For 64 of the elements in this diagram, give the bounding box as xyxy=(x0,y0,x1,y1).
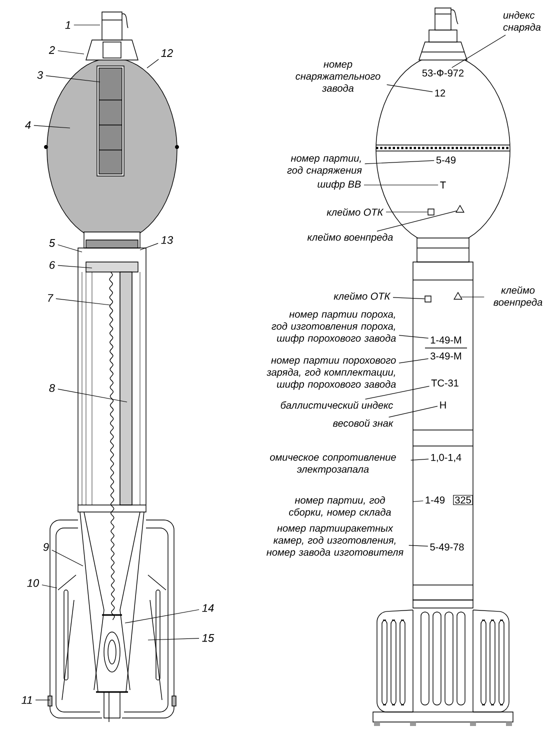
leader-line xyxy=(412,500,424,502)
leader-line xyxy=(410,458,429,460)
marking-label: весовой знак xyxy=(333,419,394,427)
boxed-marking: 325 xyxy=(453,494,473,506)
stamp-square xyxy=(424,296,432,302)
leader-line xyxy=(392,297,425,300)
leader-line xyxy=(364,160,434,164)
marking-label: индекс снаряда xyxy=(503,11,541,33)
marking-text: 1-49-М xyxy=(430,336,461,344)
marking-text: ТС-31 xyxy=(431,379,458,387)
leader-line xyxy=(52,550,84,566)
marking-label: номер партии порохового заряда, год комплектации, шифр порохового завода xyxy=(266,358,396,390)
marking-text: 5-49 xyxy=(436,156,456,164)
marking-label: номер партииракетных камер, год изготовления, номер завода изготовителя xyxy=(266,526,404,558)
marking-label: шифр ВВ xyxy=(318,180,361,190)
marking-text: 1-49 xyxy=(426,496,445,504)
leader-line xyxy=(364,386,430,400)
marking-label: номер партии пороха, год изготовления пороха, шифр порохового завода xyxy=(272,312,396,344)
leader-line xyxy=(408,545,428,546)
marking-label: номер снаряжательного завода xyxy=(296,62,380,92)
leader-line xyxy=(398,358,429,364)
leader-line xyxy=(74,24,100,26)
leader-line xyxy=(460,296,484,298)
callout-number: 3 xyxy=(37,71,43,79)
leader-line xyxy=(386,84,433,92)
marking-text: Т xyxy=(440,182,446,188)
rocket-cutaway-drawing xyxy=(44,12,179,722)
leader-line xyxy=(452,34,506,68)
marking-text: 12 xyxy=(435,90,446,96)
callout-number: 10 xyxy=(27,579,40,587)
marking-label: номер партии, год снаряжения xyxy=(287,156,362,176)
leader-line xyxy=(146,59,159,68)
marking-label: номер партии, год сборки, номер склада xyxy=(289,496,391,518)
marking-label: клеймо военпреда xyxy=(307,233,393,243)
callout-number: 4 xyxy=(25,121,31,129)
callout-number: 11 xyxy=(22,696,32,704)
leader-line xyxy=(388,406,438,418)
marking-label: клеймо ОТК xyxy=(326,208,384,216)
leader-line xyxy=(58,244,82,252)
leader-line xyxy=(58,50,84,54)
leader-line xyxy=(148,638,200,640)
callout-number: 14 xyxy=(202,604,214,612)
leader-line xyxy=(56,298,110,306)
marking-text: 5-49-78 xyxy=(430,543,464,551)
stamp-square xyxy=(428,208,434,216)
leader-line xyxy=(58,265,92,268)
leader-line xyxy=(140,243,158,250)
leader-line xyxy=(376,210,457,232)
leader-line xyxy=(34,125,70,128)
leader-line xyxy=(42,584,58,588)
leader-line xyxy=(124,609,200,624)
callout-number: 15 xyxy=(202,634,214,642)
marking-label: клеймо ОТК xyxy=(334,292,391,300)
leader-line xyxy=(46,75,100,82)
leader-line xyxy=(398,335,429,339)
marking-text: Н xyxy=(440,402,446,408)
leader-line xyxy=(58,388,128,402)
leader-line xyxy=(364,184,438,186)
marking-label: баллистический индекс xyxy=(280,401,394,409)
marking-label: клеймо военпреда xyxy=(494,286,542,308)
marking-label: омическое сопротивление электрозапала xyxy=(270,455,396,475)
marking-text: 3-49-М xyxy=(430,352,461,360)
marking-text: 53-Ф-972 xyxy=(422,69,464,77)
marking-text: 1,0-1,4 xyxy=(431,454,462,462)
